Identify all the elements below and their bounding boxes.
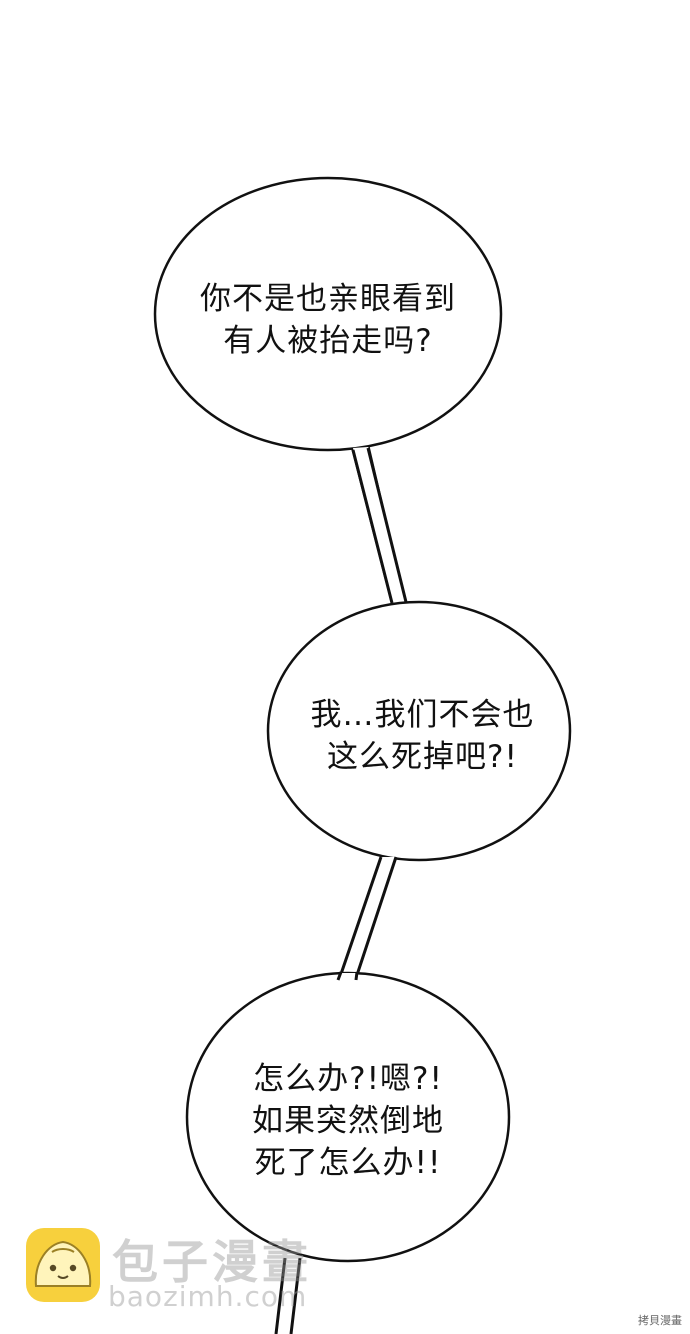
speech-bubble-1 (153, 176, 503, 607)
bubble-3-line-1: 怎么办?!嗯?! (253, 1061, 443, 1097)
speech-bubble-3 (185, 971, 511, 1334)
bubble-1-line-2: 有人被抬走吗? (223, 323, 433, 359)
bubble-2-line-2: 这么死掉吧?! (327, 739, 518, 775)
bubble-3-text: 怎么办?!嗯?! 如果突然倒地 死了怎么办!! (218, 1058, 478, 1184)
corner-tag: 拷貝漫畫 (638, 1314, 682, 1327)
watermark-brand: 包子漫畫 (112, 1235, 312, 1289)
bubble-2-line-1: 我…我们不会也 (310, 697, 535, 733)
bubble-1-text: 你不是也亲眼看到 有人被抬走吗? (178, 278, 478, 362)
bubble-3-line-3: 死了怎么办!! (254, 1145, 442, 1181)
bubble-2-text: 我…我们不会也 这么死掉吧?! (290, 694, 555, 778)
watermark-url: baozimh.com (108, 1280, 308, 1313)
bubble-3-line-2: 如果突然倒地 (252, 1103, 444, 1139)
bun-mascot-icon (26, 1228, 100, 1302)
speech-bubble-2 (266, 600, 572, 976)
bubble-1-line-1: 你不是也亲眼看到 (200, 281, 456, 317)
